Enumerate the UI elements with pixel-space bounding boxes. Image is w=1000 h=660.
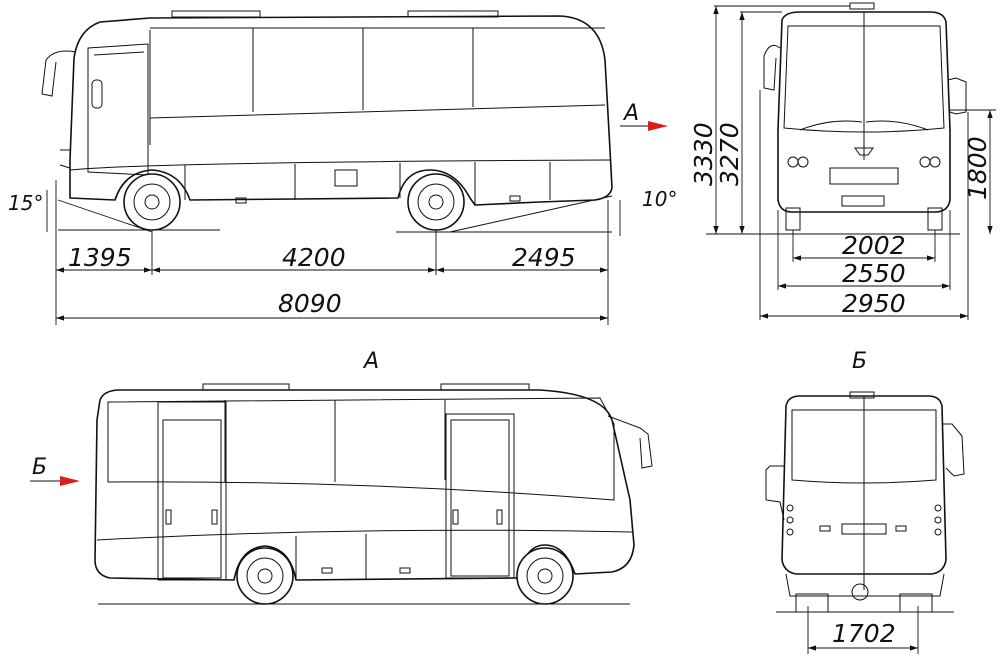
departure-angle-label: 10° bbox=[642, 187, 677, 211]
rear-view-dimensions: 1702 bbox=[776, 606, 954, 654]
rear-view bbox=[765, 391, 965, 613]
view-a-title: A bbox=[362, 349, 379, 374]
dim-track-front: 2002 bbox=[842, 231, 906, 260]
dim-overall-length: 8090 bbox=[278, 289, 342, 318]
svg-text:Б: Б bbox=[32, 455, 47, 480]
dim-front-overhang: 1395 bbox=[68, 243, 132, 272]
svg-text:A: A bbox=[622, 101, 639, 126]
view-arrow-b: Б bbox=[30, 455, 80, 486]
dim-floor-height: 1800 bbox=[963, 136, 992, 200]
view-arrow-a: A bbox=[620, 101, 668, 131]
ground-and-angle-lines: 15° 10° bbox=[8, 187, 677, 236]
front-wheel bbox=[123, 173, 181, 231]
dim-body-width: 2550 bbox=[842, 259, 906, 288]
dim-body-height: 3270 bbox=[715, 122, 744, 186]
view-b-title: Б bbox=[852, 349, 867, 374]
approach-angle-label: 15° bbox=[8, 191, 43, 215]
rear-wheel bbox=[407, 173, 465, 231]
side-view-right bbox=[94, 383, 653, 605]
front-view-dimensions: 3330 3270 1800 2002 2550 2950 bbox=[689, 5, 996, 320]
side-view-left bbox=[41, 10, 613, 231]
dim-track-rear: 1702 bbox=[832, 619, 896, 648]
length-dimensions: 1395 4200 2495 8090 bbox=[55, 180, 609, 325]
dim-wheelbase: 4200 bbox=[282, 243, 346, 272]
dim-overall-height: 3330 bbox=[689, 122, 718, 186]
front-view bbox=[763, 2, 967, 231]
dim-mirror-width: 2950 bbox=[842, 289, 906, 318]
dim-rear-overhang: 2495 bbox=[512, 243, 576, 272]
